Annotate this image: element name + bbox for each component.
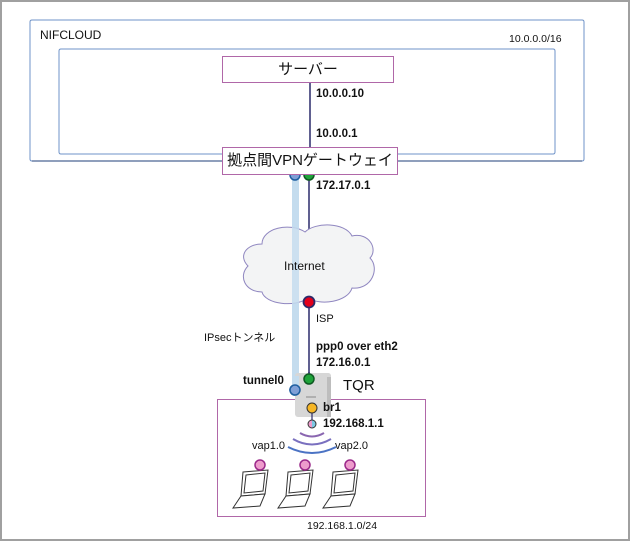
vap-right-label: vap2.0 [335, 440, 369, 452]
isp-port [302, 295, 316, 309]
internet-label: Internet [284, 259, 325, 273]
cloud-name: NIFCLOUD [40, 28, 102, 42]
tunnel-interface: tunnel0 [243, 375, 284, 387]
router-lan-ip: 192.168.1.1 [323, 418, 384, 430]
server-label: サーバー [278, 61, 338, 78]
lan-cidr: 192.168.1.0/24 [307, 520, 378, 532]
nifcloud-boundary [29, 19, 585, 162]
vpn-gateway-node: 拠点間VPNゲートウェイ [222, 147, 398, 175]
internet-cloud-shape [243, 224, 375, 305]
vap-left-label: vap1.0 [252, 440, 286, 452]
router-wan-ip: 172.16.0.1 [316, 357, 371, 369]
isp-label: ISP [316, 313, 334, 325]
bridge-interface: br1 [323, 402, 341, 414]
server-ip: 10.0.0.10 [316, 88, 364, 100]
server-node: サーバー [222, 56, 394, 83]
router-label: TQR [343, 377, 375, 394]
gateway-private-ip: 10.0.0.1 [316, 128, 358, 140]
gateway-public-ip: 172.17.0.1 [316, 180, 371, 192]
ipsec-tunnel-label: IPsecトンネル [204, 332, 276, 344]
router-wan-interface: ppp0 over eth2 [316, 341, 398, 353]
subnet-boundary [58, 48, 556, 155]
vpn-gateway-label: 拠点間VPNゲートウェイ [227, 152, 393, 169]
cloud-cidr: 10.0.0.0/16 [509, 33, 562, 45]
